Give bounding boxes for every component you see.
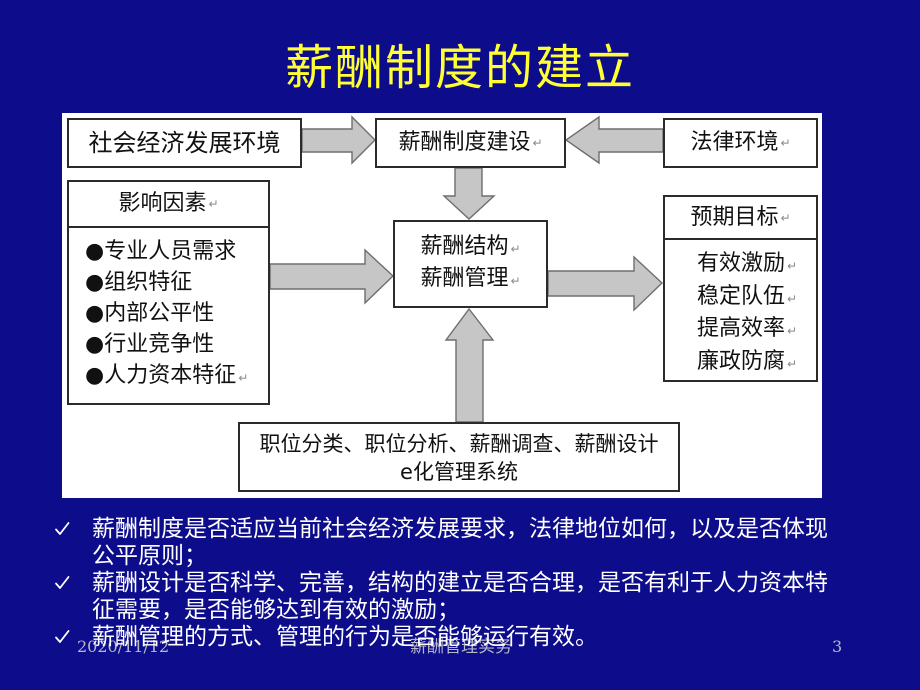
box-salary-system-building: 薪酬制度建设↵ [375,118,566,168]
bullet-item: 薪酬设计是否科学、完善，结构的建立是否合理，是否有利于人力资本特征需要，是否能够… [55,570,834,624]
paragraph-mark: ↵ [780,210,791,225]
footer-title: 薪酬管理实务 [410,637,512,657]
factors-header: 影响因素↵ [69,182,268,228]
factors-header-label: 影响因素 [118,191,207,216]
factor-item: ●行业竞争性 [85,332,215,357]
goals-header-label: 预期目标 [690,204,779,230]
factor-item: ●组织特征 [85,270,193,295]
paragraph-mark: ↵ [532,136,543,150]
paragraph-mark: ↵ [208,197,219,211]
bullet-list: 薪酬制度是否适应当前社会经济发展要求，法律地位如何，以及是否体现公平原则； 薪酬… [55,516,834,651]
factor-item: ●专业人员需求 [85,239,237,264]
system-label: 薪酬制度建设 [398,130,531,155]
legal-label: 法律环境 [690,130,779,155]
footer-date: 2020/11/12 [77,637,170,656]
bullet-text: 薪酬管理的方式、管理的行为是否能够运行有效。 [92,624,598,650]
goals-header: 预期目标↵ [665,197,816,240]
check-icon [55,576,70,589]
box-expected-goals: 预期目标↵ 有效激励↵ 稳定队伍↵ 提高效率↵ 廉政防腐↵ [663,195,818,382]
paragraph-mark: ↵ [787,356,798,371]
bullet-text: 薪酬设计是否科学、完善，结构的建立是否合理，是否有利于人力资本特征需要，是否能够… [92,570,828,623]
diagram-arrows [269,115,664,423]
paragraph-mark: ↵ [787,324,798,338]
goal-item: 有效激励↵ [697,251,798,276]
arrow-legal-to-system [564,115,664,165]
core-line: 薪酬结构↵ [420,234,521,259]
paragraph-mark: ↵ [510,274,521,288]
arrow-system-to-core [442,167,496,220]
bullet-item: 薪酬管理的方式、管理的行为是否能够运行有效。 [55,624,834,651]
factors-list: ●专业人员需求 ●组织特征 ●内部公平性 ●行业竞争性 ●人力资本特征↵ [69,228,268,394]
paragraph-mark: ↵ [510,242,521,256]
methods-line: e化管理系统 [400,460,518,484]
box-salary-structure-management: 薪酬结构↵ 薪酬管理↵ [393,220,548,308]
box-influencing-factors: 影响因素↵ ●专业人员需求 ●组织特征 ●内部公平性 ●行业竞争性 ●人力资本特… [67,180,270,405]
check-icon [55,522,70,535]
box-social-economic-environment: 社会经济发展环境 [67,118,302,168]
goals-list: 有效激励↵ 稳定队伍↵ 提高效率↵ 廉政防腐↵ [665,240,816,379]
paragraph-mark: ↵ [238,371,249,385]
core-line: 薪酬管理↵ [420,266,521,291]
bullet-text: 薪酬制度是否适应当前社会经济发展要求，法律地位如何，以及是否体现公平原则； [92,516,828,569]
goal-item: 稳定队伍↵ [697,283,798,309]
environment-label: 社会经济发展环境 [88,129,281,157]
check-icon [55,630,70,643]
goal-item: 提高效率↵ [697,316,798,341]
factor-item: ●人力资本特征↵ [85,363,249,388]
bullet-item: 薪酬制度是否适应当前社会经济发展要求，法律地位如何，以及是否体现公平原则； [55,516,834,570]
goal-item: 廉政防腐↵ [697,348,798,374]
arrow-core-to-goals [547,255,664,312]
factor-item: ●内部公平性 [85,301,215,326]
paragraph-mark: ↵ [787,259,798,273]
paragraph-mark: ↵ [780,136,791,150]
diagram-panel: 社会经济发展环境 薪酬制度建设↵ 法律环境↵ 影响因素↵ ●专业人员需求 ●组织… [62,113,822,498]
arrow-methods-to-core [444,307,495,423]
arrow-environment-to-system [301,115,376,165]
arrow-factors-to-core [269,248,395,305]
methods-line: 职位分类、职位分析、薪酬调查、薪酬设计 [259,432,659,456]
box-legal-environment: 法律环境↵ [663,118,818,168]
box-methods-and-tools: 职位分类、职位分析、薪酬调查、薪酬设计 e化管理系统 [238,422,680,492]
page-number: 3 [832,637,843,656]
page-title: 薪酬制度的建立 [284,40,635,96]
paragraph-mark: ↵ [787,291,798,306]
